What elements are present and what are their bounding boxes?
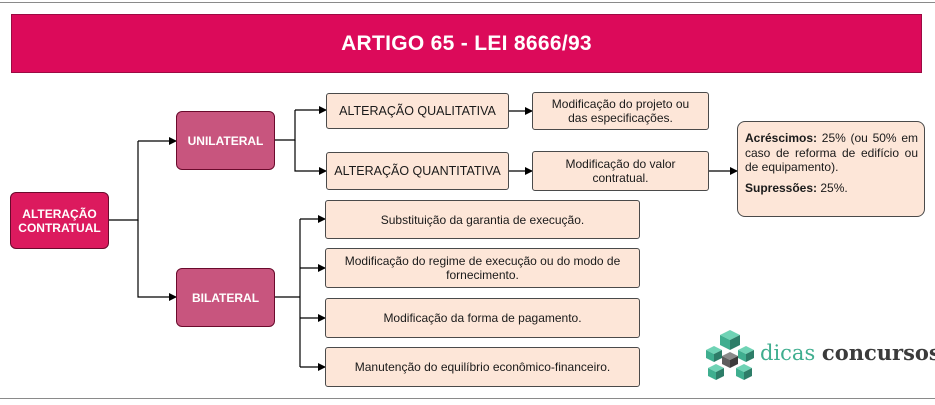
- quantitativa-label: ALTERAÇÃO QUANTITATIVA: [334, 164, 501, 178]
- bilateral-item-1-line1: Substituição da garantia de execução.: [380, 212, 585, 227]
- connector-root-to-bilateral: [137, 220, 177, 301]
- node-alteracao-quantitativa: ALTERAÇÃO QUANTITATIVA: [326, 152, 509, 190]
- bilateral-item-1: Substituição da garantia de execução.: [325, 200, 640, 239]
- root-label-line1: ALTERAÇÃO: [22, 206, 97, 221]
- bilateral-item-3-line1: Modificação da forma de pagamento.: [383, 311, 582, 325]
- acrescimos-paragraph: Acréscimos: 25% (ou 50% em caso de refor…: [745, 131, 918, 175]
- node-unilateral: UNILATERAL: [176, 111, 275, 170]
- node-alteracao-contratual: ALTERAÇÃO CONTRATUAL: [10, 192, 109, 249]
- supressoes-text: 25%.: [817, 180, 848, 195]
- bilateral-label: BILATERAL: [191, 290, 260, 305]
- qualitativa-label: ALTERAÇÃO QUALITATIVA: [339, 104, 496, 118]
- logo-word-dicas: dicas: [760, 341, 816, 365]
- supressoes-paragraph: Supressões: 25%.: [745, 181, 918, 196]
- node-qualitativa-detail: Modificação do projeto ou das especifica…: [532, 92, 709, 130]
- connector-to-quantitativa: [294, 140, 327, 175]
- bilateral-item-4: Manutenção do equilíbrio econômico-finan…: [325, 347, 640, 387]
- node-alteracao-qualitativa: ALTERAÇÃO QUALITATIVA: [326, 93, 509, 129]
- quantitativa-detail-line2: contratual.: [592, 171, 649, 185]
- bilateral-item-2-line1: Modificação do regime de execução ou do …: [344, 254, 621, 268]
- bilateral-item-2: Modificação do regime de execução ou do …: [325, 248, 640, 288]
- node-quantitativa-detail: Modificação do valor contratual.: [532, 151, 709, 191]
- quantitativa-detail-line1: Modificação do valor: [565, 157, 676, 171]
- qualitativa-detail-line1: Modificação do projeto ou: [551, 97, 690, 111]
- logo-word-concursos: concursos: [821, 340, 935, 365]
- connector-root-trunk: [109, 141, 139, 221]
- cube-cluster-icon: [706, 330, 754, 380]
- page-title: ARTIGO 65 - LEI 8666/93: [341, 31, 592, 55]
- title-banner: ARTIGO 65 - LEI 8666/93: [11, 14, 922, 73]
- bottom-divider: [0, 398, 935, 399]
- bilateral-item-2-line2: fornecimento.: [446, 268, 519, 282]
- connector-unilateral-trunk: [275, 110, 296, 141]
- bilateral-item-3: Modificação da forma de pagamento.: [325, 298, 640, 338]
- unilateral-label: UNILATERAL: [187, 133, 264, 148]
- supressoes-label: Supressões:: [745, 180, 818, 195]
- node-bilateral: BILATERAL: [176, 268, 275, 327]
- acrescimos-text: 25% (ou 50% em caso de reforma de edifíc…: [745, 131, 918, 174]
- logo-wordmark: dicas concursos: [760, 340, 935, 365]
- limits-note: Acréscimos: 25% (ou 50% em caso de refor…: [737, 121, 925, 217]
- root-label-line2: CONTRATUAL: [18, 220, 101, 235]
- top-divider: [0, 2, 935, 3]
- acrescimos-label: Acréscimos:: [745, 131, 818, 145]
- dicas-concursos-logo: dicas concursos: [700, 326, 935, 386]
- qualitativa-detail-line2: das especificações.: [568, 111, 673, 125]
- bilateral-item-4-line1: Manutenção do equilíbrio econômico-finan…: [354, 360, 611, 374]
